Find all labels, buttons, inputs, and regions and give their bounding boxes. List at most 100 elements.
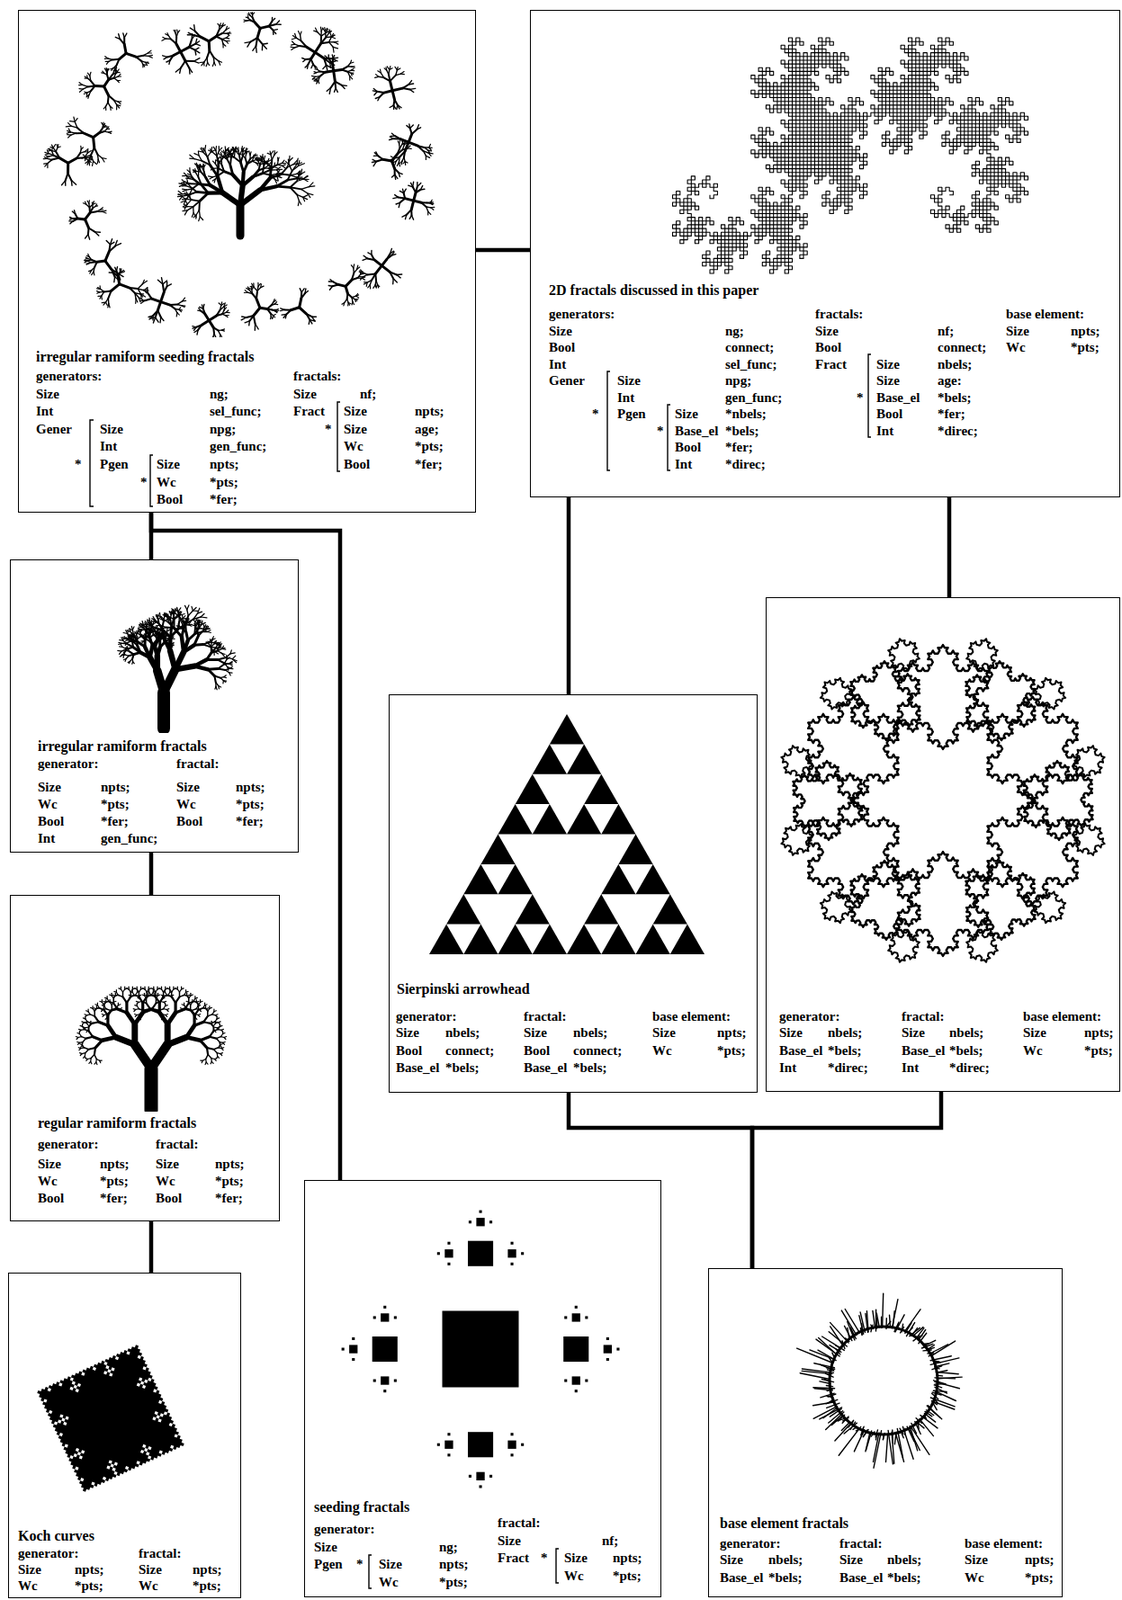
branch (114, 99, 117, 105)
branch (408, 83, 414, 85)
branch (84, 260, 88, 262)
branch (200, 36, 210, 42)
branch (195, 31, 201, 37)
branch (381, 265, 390, 272)
branch (425, 155, 427, 160)
branch (249, 289, 252, 294)
branch (161, 302, 171, 306)
branch (222, 647, 225, 649)
branch (155, 317, 160, 323)
branch (302, 58, 306, 61)
branch (394, 195, 399, 198)
branch (188, 46, 196, 50)
branch (308, 185, 315, 188)
branch (409, 215, 412, 219)
branch (152, 633, 154, 636)
branch (224, 305, 227, 307)
branch (328, 54, 330, 59)
irregular-tree-figure (117, 605, 237, 729)
branch (193, 25, 196, 32)
branch (108, 78, 115, 81)
branch (398, 141, 401, 144)
branch (362, 278, 366, 280)
branch (252, 154, 255, 158)
branch (219, 147, 223, 151)
branch (55, 147, 58, 153)
branch (88, 234, 90, 241)
branch (145, 629, 150, 631)
branch (347, 65, 352, 68)
branch (117, 650, 122, 653)
branch (245, 152, 247, 155)
branch (270, 304, 275, 306)
branch (248, 12, 250, 16)
branch (74, 121, 78, 128)
branch (44, 162, 48, 165)
branch (417, 183, 422, 188)
branch (217, 660, 225, 665)
branch (192, 206, 195, 214)
branch (332, 46, 338, 49)
branch (224, 156, 229, 159)
branch (275, 310, 279, 313)
branch (138, 297, 141, 303)
branch (66, 162, 70, 173)
branch (136, 637, 141, 640)
branch (154, 656, 161, 672)
branch (364, 281, 369, 284)
branch (427, 202, 431, 205)
branch (211, 651, 218, 654)
branch (68, 158, 77, 163)
branch (186, 188, 192, 190)
branch (88, 151, 92, 153)
branch (59, 158, 69, 164)
branch (212, 175, 218, 178)
branch (221, 151, 225, 154)
branch (152, 635, 153, 638)
branch (96, 211, 102, 213)
branch (407, 147, 412, 150)
branch (274, 303, 278, 306)
branch (253, 154, 256, 158)
branch (241, 155, 243, 162)
branch (386, 70, 389, 74)
branch (251, 289, 253, 295)
branch (256, 298, 261, 308)
branch (242, 152, 244, 156)
branch (140, 294, 144, 297)
branch (262, 44, 268, 49)
branch (233, 151, 236, 158)
branch (334, 88, 337, 92)
branch (148, 618, 151, 622)
branch (87, 90, 91, 93)
branch (169, 617, 175, 620)
branch (229, 667, 233, 670)
branch (301, 171, 306, 174)
branch (244, 42, 251, 44)
branch (252, 17, 256, 23)
branch (208, 176, 214, 178)
branch (147, 292, 153, 299)
branch (102, 71, 105, 73)
branch (305, 64, 308, 68)
branch (87, 228, 90, 235)
branch (130, 658, 134, 662)
branch (82, 84, 89, 87)
branch (185, 194, 190, 197)
branch (241, 317, 247, 321)
branch (212, 327, 216, 334)
branch (157, 692, 171, 729)
branch (375, 97, 380, 99)
branch (143, 290, 147, 294)
branch (230, 165, 234, 175)
branch (260, 156, 262, 161)
branch (400, 161, 403, 163)
branch (252, 12, 255, 15)
branch (352, 302, 355, 306)
branch (193, 213, 197, 218)
branch (142, 280, 147, 284)
branch (282, 162, 287, 165)
branch (198, 216, 201, 222)
branch (79, 88, 83, 90)
branch (107, 58, 113, 60)
